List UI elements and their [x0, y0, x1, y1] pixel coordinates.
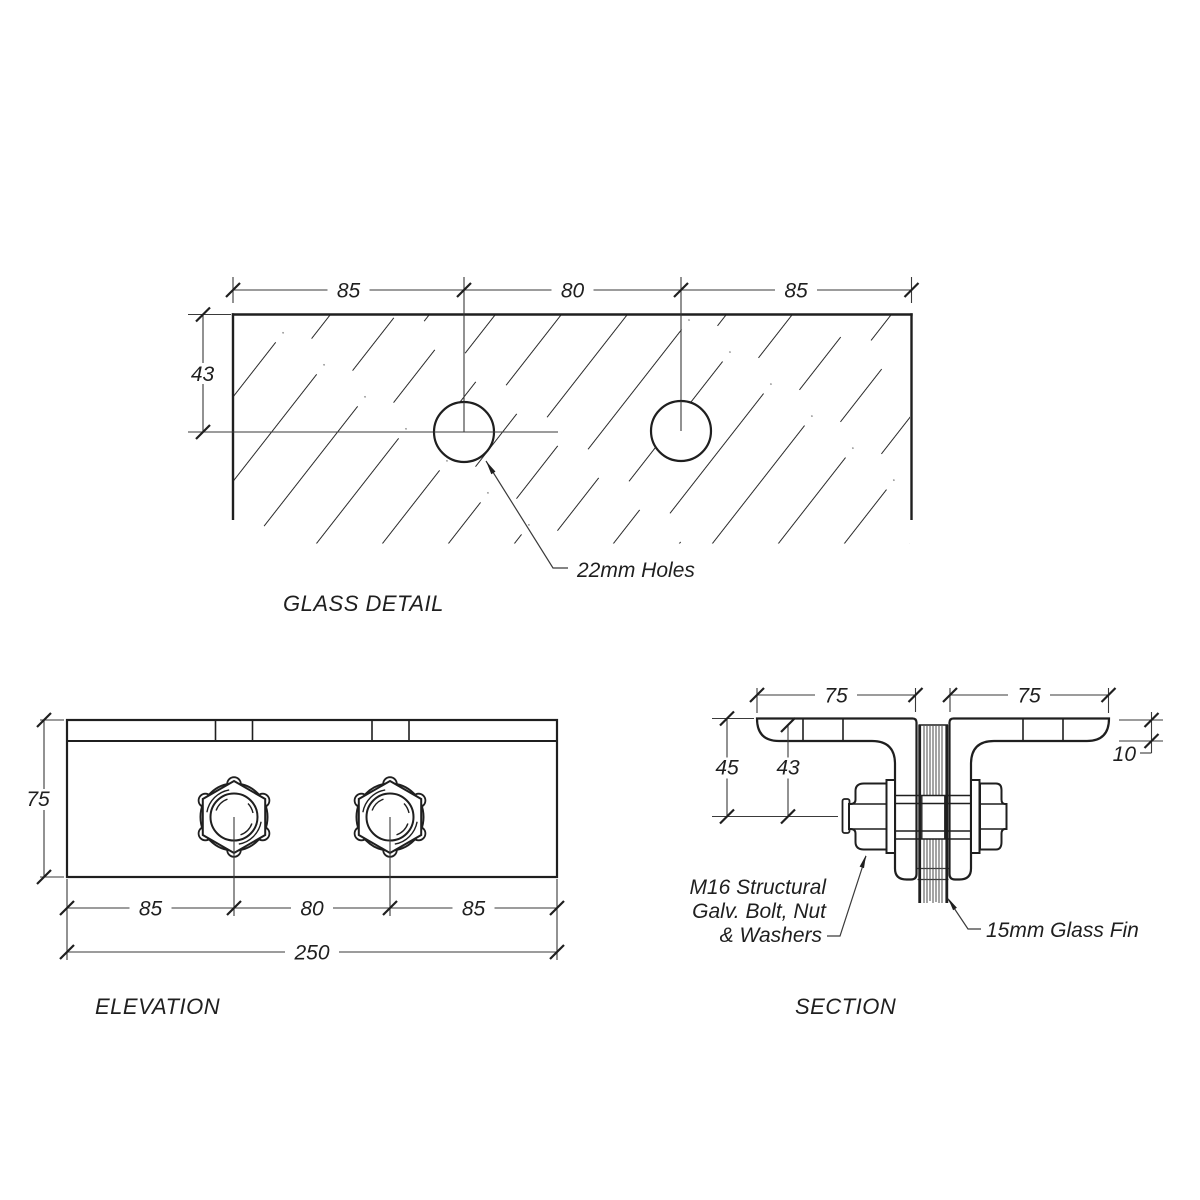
dim-text-43: 43: [776, 757, 800, 780]
washer-left: [885, 779, 896, 854]
dim-text-75: 75: [26, 788, 50, 811]
leader-arrowhead: [859, 855, 866, 869]
dim-text-75-right: 75: [1017, 685, 1041, 708]
bolt-head-profile: [979, 782, 1008, 851]
shaft-masking: [921, 796, 946, 839]
dim-text-85-right: 85: [462, 898, 486, 921]
dim-text-80: 80: [561, 280, 585, 303]
dim-text-80: 80: [300, 898, 324, 921]
elevation-total-dimension: 250: [59, 941, 565, 965]
glass-note: 15mm Glass Fin: [986, 919, 1139, 942]
dim-text-85-left: 85: [337, 280, 361, 303]
view-glass-detail: 85 80 85 43 22mm Holes GLASS DETAIL: [184, 277, 920, 616]
elevation-height-dimension: 75: [19, 712, 57, 885]
section-thickness-dimension: 10: [1113, 712, 1160, 766]
glass-top-dimension: 85 80 85: [225, 279, 920, 303]
angle-bracket-right: [948, 717, 1111, 881]
dim-text-45: 45: [715, 757, 739, 780]
section-flange-tab-lines: [802, 718, 1064, 741]
hex-nut-profile: [848, 782, 889, 851]
glass-detail-title: GLASS DETAIL: [283, 591, 444, 616]
angle-bracket-left: [755, 717, 918, 881]
leader-arrowhead: [486, 461, 496, 475]
dim-text-85-right: 85: [784, 280, 808, 303]
glass-hatch: [234, 315, 910, 544]
view-section: 75 75 45 43 10: [689, 684, 1163, 1019]
bolt-note-line2: Galv. Bolt, Nut: [692, 900, 827, 923]
glass-note-leader: [947, 898, 981, 930]
holes-leader: [485, 460, 568, 569]
dim-text-85-left: 85: [139, 898, 163, 921]
section-extension-lines: [712, 688, 1163, 818]
flange-tab-lines: [214, 720, 410, 741]
bracket-plate-outline: [65, 718, 559, 879]
glass-outline: [231, 313, 913, 520]
bolt-note-line1: M16 Structural: [689, 876, 827, 899]
dim-text-10: 10: [1113, 743, 1137, 766]
glass-side-dimension: 43: [184, 306, 221, 440]
head-facet-lines: [980, 803, 1005, 830]
leader-arrowhead: [948, 898, 957, 911]
washer-right: [970, 779, 981, 854]
section-top-dimension: 75 75: [749, 684, 1117, 708]
view-elevation: 75 85 80 85 250: [19, 712, 565, 1019]
holes-note: 22mm Holes: [576, 559, 695, 582]
nut-facet-lines: [850, 803, 888, 830]
dimension-ticks: [225, 282, 920, 298]
elevation-title: ELEVATION: [95, 994, 220, 1019]
bolt-note-leader: [827, 855, 867, 937]
dim-text-250: 250: [293, 942, 329, 965]
bolt-shaft: [895, 794, 971, 840]
section-height-dimensions: 45 43: [708, 710, 807, 825]
dim-text-43: 43: [191, 363, 215, 386]
section-title: SECTION: [795, 994, 896, 1019]
elevation-bottom-dimension: 85 80 85: [59, 897, 565, 921]
glass-fin: [918, 724, 949, 903]
dim-text-75-left: 75: [824, 685, 848, 708]
bolt-note-line3: & Washers: [720, 924, 823, 947]
